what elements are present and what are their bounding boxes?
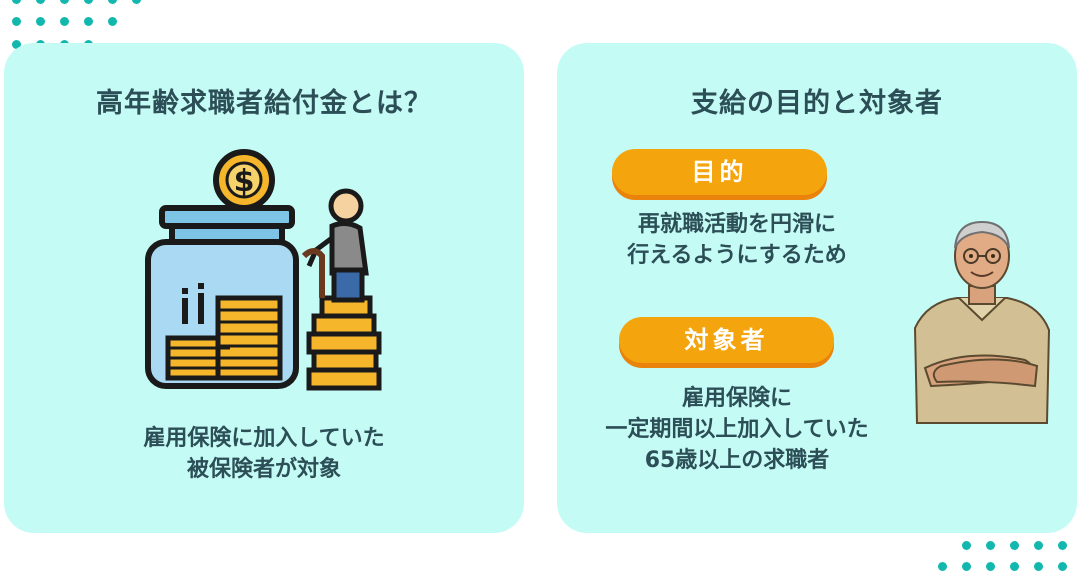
dollar-coin-icon: $	[213, 149, 275, 211]
svg-text:$: $	[234, 164, 255, 199]
decorative-dot	[108, 17, 117, 26]
decorative-dot	[1010, 541, 1019, 550]
decorative-dot	[1058, 541, 1067, 550]
decorative-dot	[60, 17, 69, 26]
left-description-line1: 雇用保険に加入していた	[143, 426, 385, 451]
decorative-dot	[12, 0, 21, 4]
target-line3: 65歳以上の求職者	[644, 448, 830, 473]
decorative-dot	[108, 0, 117, 4]
decorative-dot	[36, 0, 45, 4]
elderly-person-with-cane-icon	[301, 188, 369, 303]
purpose-label-pill: 目的	[612, 149, 827, 195]
decorative-dot	[12, 40, 21, 49]
decorative-dot	[1034, 541, 1043, 550]
elderly-man-illustration	[913, 220, 1051, 424]
decorative-dot	[986, 541, 995, 550]
target-line1: 雇用保険に	[681, 386, 792, 411]
coin-jar-icon: $	[145, 149, 382, 391]
purpose-line2: 行えるようにするため	[627, 243, 847, 268]
target-line2: 一定期間以上加入していた	[605, 417, 869, 442]
left-card-title: 高年齢求職者給付金とは？	[96, 88, 432, 119]
decorative-dot	[12, 17, 21, 26]
decorative-dot	[60, 0, 69, 4]
purpose-line1: 再就職活動を円滑に	[637, 212, 836, 237]
decorative-dot	[132, 0, 141, 4]
coin-stack-icon	[306, 295, 382, 391]
decorative-dot	[84, 0, 93, 4]
left-card: 高年齢求職者給付金とは？ $	[4, 43, 524, 533]
decorative-dot	[36, 17, 45, 26]
target-label-pill: 対象者	[619, 317, 834, 363]
decorative-dot	[84, 17, 93, 26]
right-card-title: 支給の目的と対象者	[691, 88, 943, 119]
left-description-line2: 被保険者が対象	[186, 457, 341, 482]
right-card: 支給の目的と対象者 目的 再就職活動を円滑に 行えるようにするため 対象者 雇用…	[557, 43, 1077, 533]
decorative-dot	[962, 541, 971, 550]
